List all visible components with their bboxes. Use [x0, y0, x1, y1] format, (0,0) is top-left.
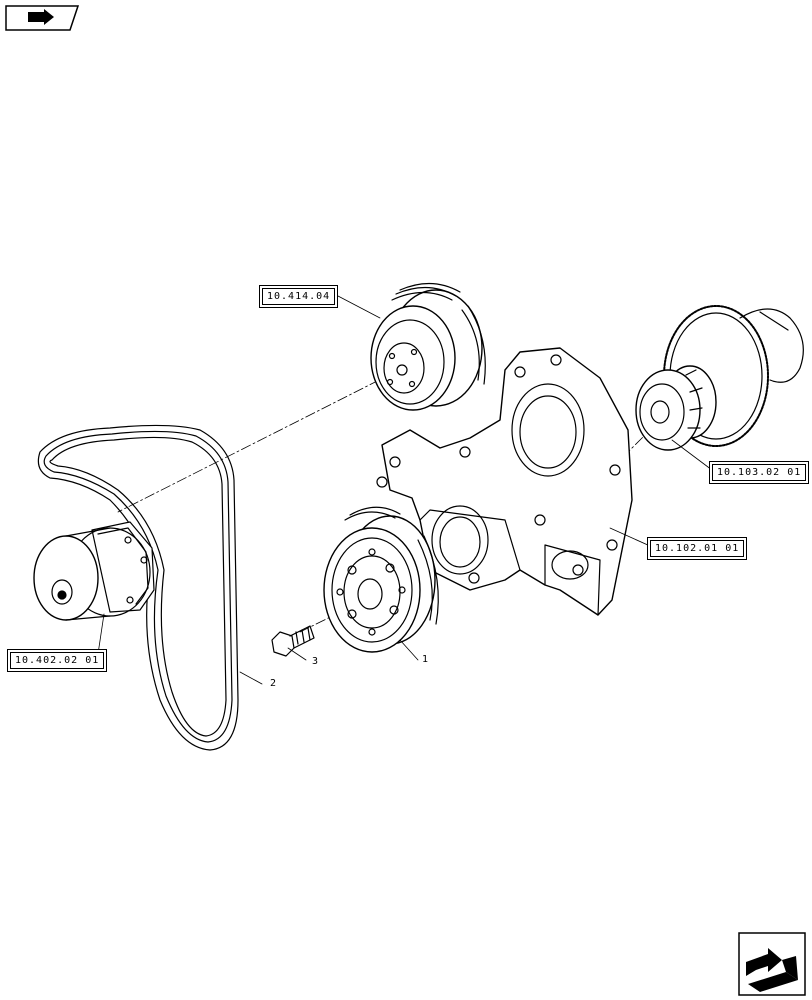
- forward-page-button[interactable]: [738, 932, 806, 996]
- forward-page-arrow-icon: [738, 932, 806, 996]
- water-pump-pulley: [370, 282, 486, 411]
- reference-label-timing-cover[interactable]: 10.102.01 01: [650, 540, 745, 557]
- leader-lines: [97, 295, 713, 685]
- item-number-2: 2: [270, 678, 277, 689]
- reference-label-water-pump-pulley[interactable]: 10.414.04: [262, 288, 336, 305]
- reference-label-crankshaft-gear[interactable]: 10.103.02 01: [712, 464, 807, 481]
- crankshaft-assembly: [635, 305, 804, 451]
- bolt: [271, 625, 315, 657]
- drive-belt: [37, 424, 239, 751]
- back-arrow-icon: [5, 5, 80, 31]
- item-number-3: 3: [312, 656, 319, 667]
- damper-pulley: [323, 506, 439, 653]
- reference-label-water-pump[interactable]: 10.402.02 01: [10, 652, 105, 669]
- back-button[interactable]: [4, 4, 80, 32]
- water-pump: [33, 521, 155, 621]
- item-number-1: 1: [422, 654, 429, 665]
